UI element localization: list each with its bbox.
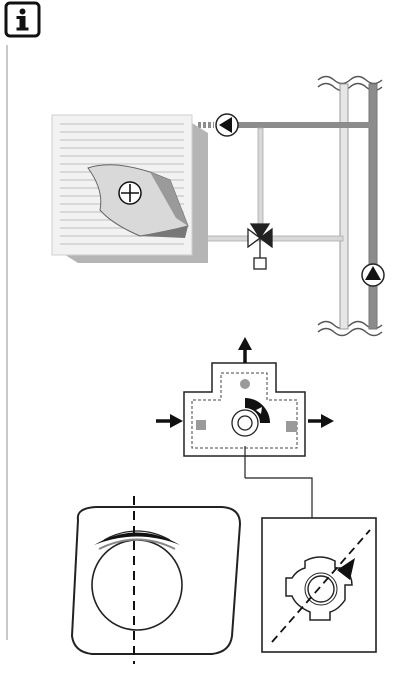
hydraulic-schematic xyxy=(51,75,385,337)
pump-icon xyxy=(215,113,239,137)
valve-shaft-detail xyxy=(261,517,377,653)
pipe-break-top xyxy=(317,75,383,85)
bypass-line xyxy=(257,127,264,234)
outlet-arrow-icon xyxy=(308,414,334,428)
supply-riser xyxy=(368,83,378,330)
port-ab-marker xyxy=(240,379,250,389)
flow-arrow-icon xyxy=(238,337,252,363)
info-icon xyxy=(4,1,41,38)
heat-exchanger xyxy=(51,114,208,263)
inlet-arrow-icon xyxy=(156,414,183,428)
riser-pump-icon xyxy=(361,263,385,287)
actuator-knob xyxy=(70,496,242,664)
port-a-marker xyxy=(286,421,297,432)
supply-line xyxy=(238,122,372,128)
return-riser xyxy=(339,83,349,330)
port-b-marker xyxy=(196,420,206,430)
return-line xyxy=(204,235,344,242)
valve-body-section xyxy=(156,337,334,518)
mixing-valve-icon xyxy=(247,223,273,270)
plus-symbol-icon xyxy=(118,181,142,205)
